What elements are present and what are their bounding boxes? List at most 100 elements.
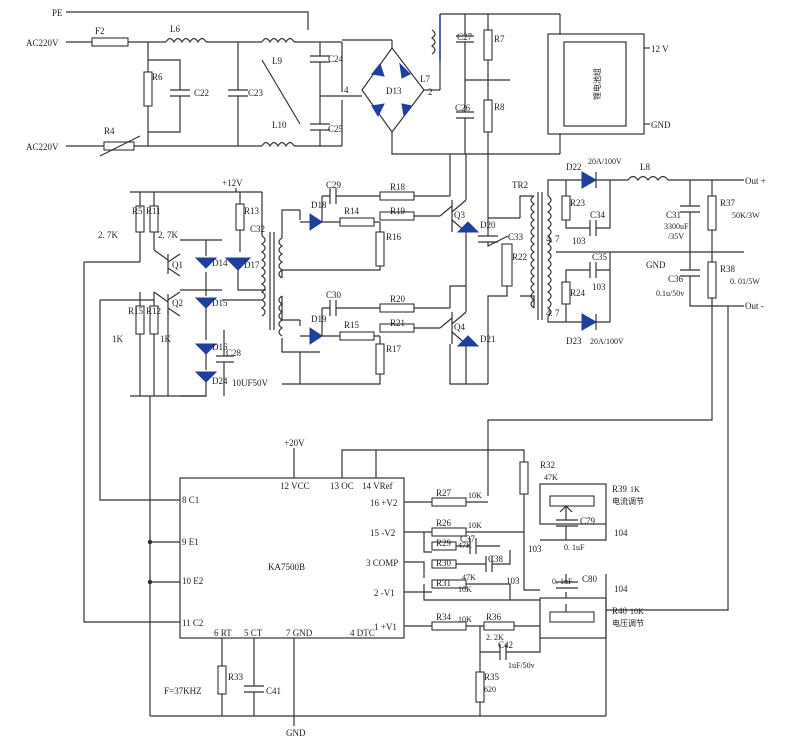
label-c31-value2: /35V [668,232,684,241]
pin-16-v2p: 16 +V2 [370,498,397,508]
pin-7-gnd: 7 GND [286,628,313,638]
label-r32-value: 47K [544,473,558,482]
label-d23: D23 [566,336,582,346]
pin-15-v2m: 15 -V2 [370,528,395,538]
label-d13: D13 [386,86,402,96]
label-c27: C27 [457,32,473,42]
label-r16: R16 [386,232,402,242]
label-c23: C23 [248,88,264,98]
label-r7: R7 [494,34,505,44]
label-r24: R24 [570,288,586,298]
label-r39: R39 [612,484,628,494]
label-d16: D16 [212,342,228,352]
label-c28: C28 [226,348,242,358]
pin-3-comp: 3 COMP [366,558,398,568]
label-gnd-top: GND [651,120,671,130]
label-c37: C37 [460,534,476,544]
resistor-r36 [483,621,515,631]
label-c38: C38 [488,554,504,564]
label-q1: Q1 [172,260,183,270]
label-r39-function: 电流调节 [612,496,644,506]
label-r26: R26 [436,518,452,528]
label-c41: C41 [266,686,281,696]
pwm-controller-section: +20V KA7500B 12 VCC 13 OC 14 VRef 8 C1 9… [147,396,644,738]
label-r4: R4 [104,126,115,136]
label-d22: D22 [566,162,582,172]
label-r31-value: 10K [458,585,472,594]
label-c30: C30 [326,290,342,300]
resistor-r13 [235,203,245,231]
label-r36-value: 2. 2K [486,633,504,642]
resistor-r8 [483,99,493,133]
label-r36: R36 [486,612,502,622]
label-c29: C29 [326,180,342,190]
driver-transformer-secondary-2 [278,295,284,337]
label-out-minus: Out - [745,301,764,311]
inductor-l8 [627,175,669,182]
label-gnd-mid: GND [646,260,666,270]
diode-d21 [456,335,480,347]
label-c36: C36 [668,274,684,284]
label-l6: L6 [170,24,180,34]
label-r30: R30 [436,558,452,568]
label-1k-b: 1K [160,334,172,344]
label-c79-value: 0. 1uF [564,543,585,552]
label-node-2: 2 [428,87,433,97]
pin-1-v1p: 1 +V1 [374,622,397,632]
label-c28-value: 10UF50V [232,378,269,388]
label-r27: R27 [436,488,452,498]
label-battery: 锂电池组 [592,68,602,100]
main-transformer-primary [530,195,536,309]
label-r11: R11 [146,206,161,216]
driver-section: +12V R5 R11 2. 7K 2. 7K R13 C32 Q1 Q2 D1… [83,178,284,623]
label-r38-value: 0. 01/5W [730,277,760,286]
label-c34: C34 [590,210,606,220]
battery-pack-inner [563,41,627,127]
label-ic-name: KA7500B [268,562,305,572]
resistor-r32 [519,461,529,495]
emi-filter-section: PE AC220V AC220V F2 L6 L9 R4 L10 R6 C22 [26,8,671,157]
label-r11-value: 2. 7K [158,230,179,240]
label-q4: Q4 [454,322,465,332]
diode-d14 [194,257,218,269]
label-d22-value: 20A/100V [588,157,622,166]
label-c42: C42 [498,640,513,650]
resistor-r22 [501,243,513,287]
diode-d16 [194,343,218,355]
label-d17: D17 [244,260,260,270]
driver-transformer-secondary-1 [278,237,284,279]
diode-d15 [194,297,218,309]
label-q2: Q2 [172,298,183,308]
label-r29: R29 [436,538,452,548]
label-c80: C80 [582,574,598,584]
resistor-r17 [375,343,385,375]
label-r37-value: 50K/3W [732,211,760,220]
label-c35: C35 [592,252,608,262]
label-c31-value1: 3300uF [664,222,689,231]
inductor-l10 [261,141,295,148]
label-r14: R14 [344,206,360,216]
label-12v: 12 V [651,44,669,54]
resistor-r18 [379,191,415,201]
diode-d17 [224,257,252,271]
label-r24-value: 4. 7 [546,308,560,318]
ic-ka7500b [179,477,405,639]
pin-6-rt: 6 RT [214,628,232,638]
resistor-r33 [217,665,227,695]
label-r27-value: 10K [468,491,482,500]
label-ac-neutral: AC220V [26,142,59,152]
label-d24: D24 [212,376,228,386]
resistor-r7 [483,29,493,61]
label-c31: C31 [666,210,681,220]
label-gnd-bottom: GND [286,728,306,738]
diode-d24 [194,371,218,383]
label-plus12v: +12V [222,178,243,188]
diode-d23 [581,313,598,331]
label-1k-a: 1K [112,334,124,344]
label-r15-left: R15 [128,306,144,316]
fuse-f2 [91,37,129,47]
label-r40-value: 10K [630,607,644,616]
label-r15: R15 [344,320,360,330]
main-transformer-secondary-2 [546,259,552,317]
